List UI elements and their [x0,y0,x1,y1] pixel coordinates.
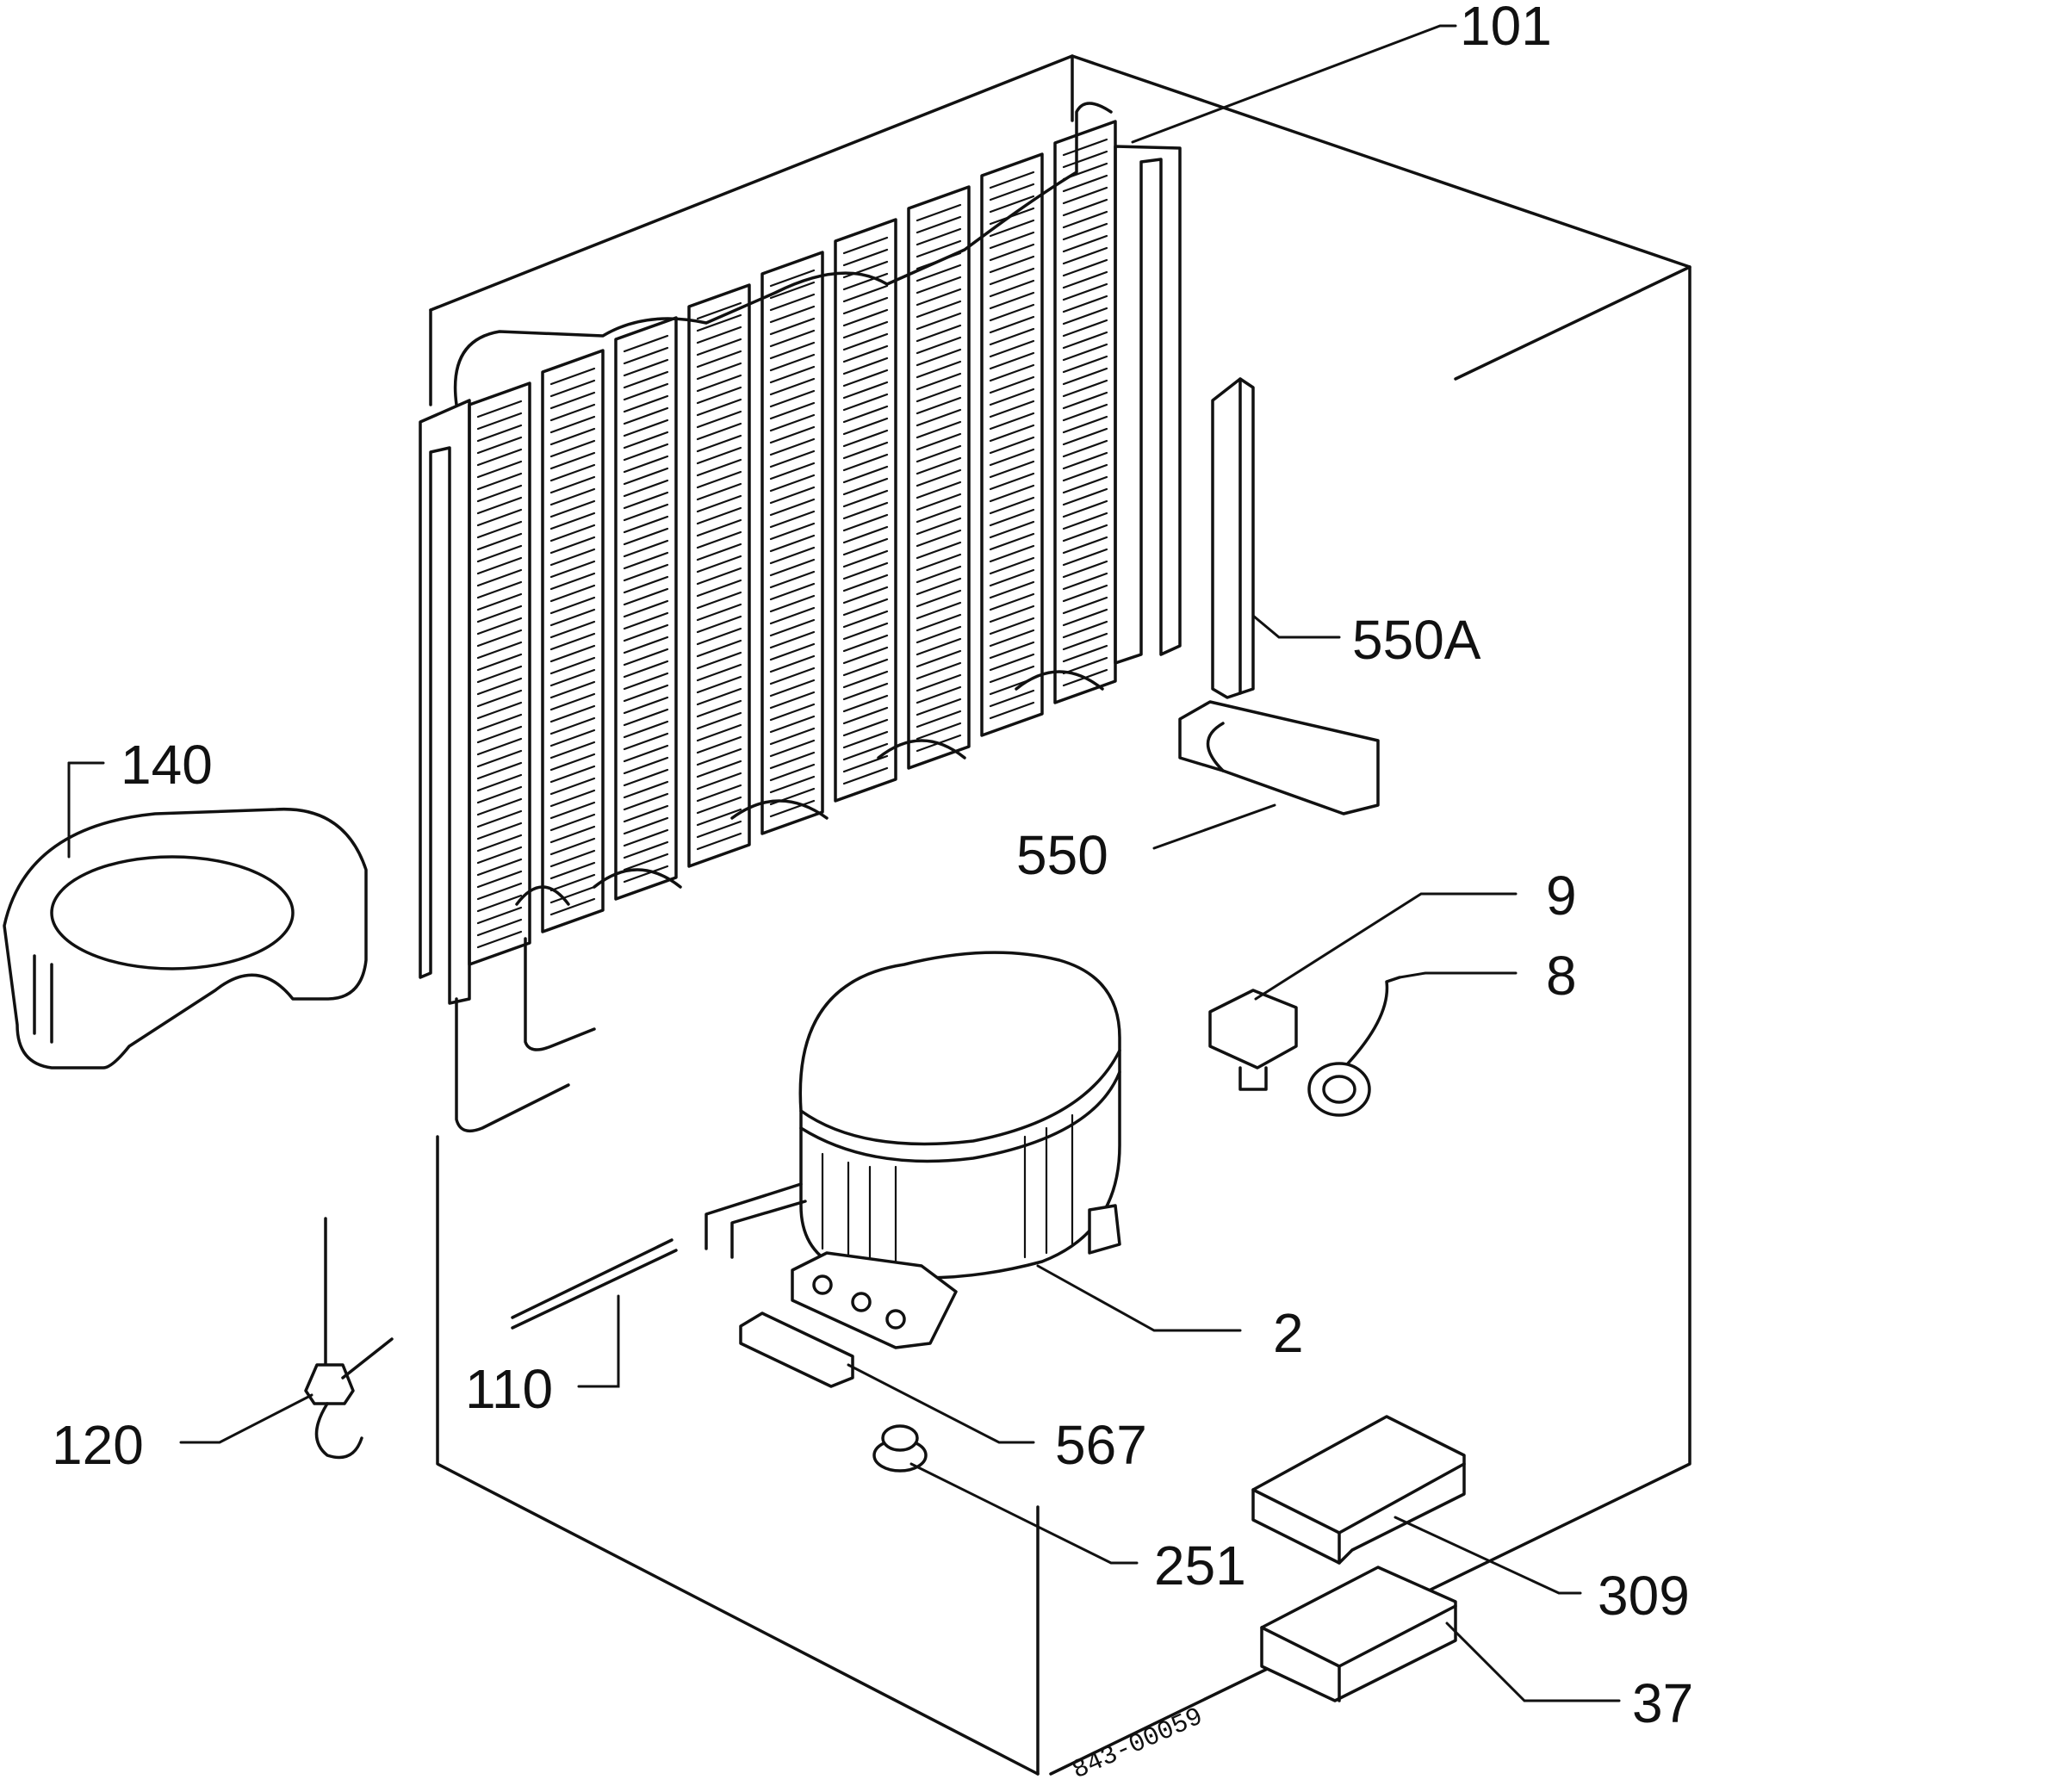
grill-column [834,218,897,803]
grill-column [760,251,824,835]
terminal-box-37 [1260,1566,1457,1702]
callout-37[interactable]: 37 [1632,1672,1693,1734]
drip-tray-140 [3,807,368,1070]
callout-251[interactable]: 251 [1154,1535,1246,1597]
callout-140[interactable]: 140 [121,734,213,796]
grill-column [468,381,531,966]
cabinet-outline [429,54,1691,1776]
callout-101[interactable]: 101 [1460,0,1552,57]
bracket-550a [1211,377,1255,699]
starter-relay-9 [1208,989,1298,1091]
condenser-grill-columns [468,120,1117,966]
callout-8[interactable]: 8 [1546,945,1577,1007]
grommet-251 [872,1424,928,1473]
part-number-labels: 101 140 550A 550 9 8 2 110 120 567 251 3… [52,0,1693,1786]
pipe-110 [511,1238,678,1330]
callout-9[interactable]: 9 [1546,865,1577,927]
grill-column [687,283,751,868]
drawing-code: 843-00059 [1068,1702,1207,1786]
terminal-cover-309 [1251,1415,1466,1565]
callout-550[interactable]: 550 [1016,824,1108,886]
callout-120[interactable]: 120 [52,1414,144,1476]
drier-120 [304,1217,394,1460]
compressor-2 [705,951,1121,1349]
callout-567[interactable]: 567 [1055,1414,1147,1476]
grill-column [1053,120,1117,704]
grill-column [980,152,1044,737]
callout-309[interactable]: 309 [1598,1565,1690,1627]
callout-2[interactable]: 2 [1273,1302,1304,1364]
callout-110[interactable]: 110 [465,1358,553,1420]
clamp-550 [1178,700,1380,815]
grill-column [907,185,971,770]
callout-550a[interactable]: 550A [1352,609,1481,671]
grill-column [614,316,678,901]
spacer-plate-567 [739,1311,854,1388]
leader-lines [67,24,1621,1702]
grill-column [541,349,605,933]
condenser-101 [419,102,1182,1133]
thermal-protector-8 [1307,976,1401,1117]
